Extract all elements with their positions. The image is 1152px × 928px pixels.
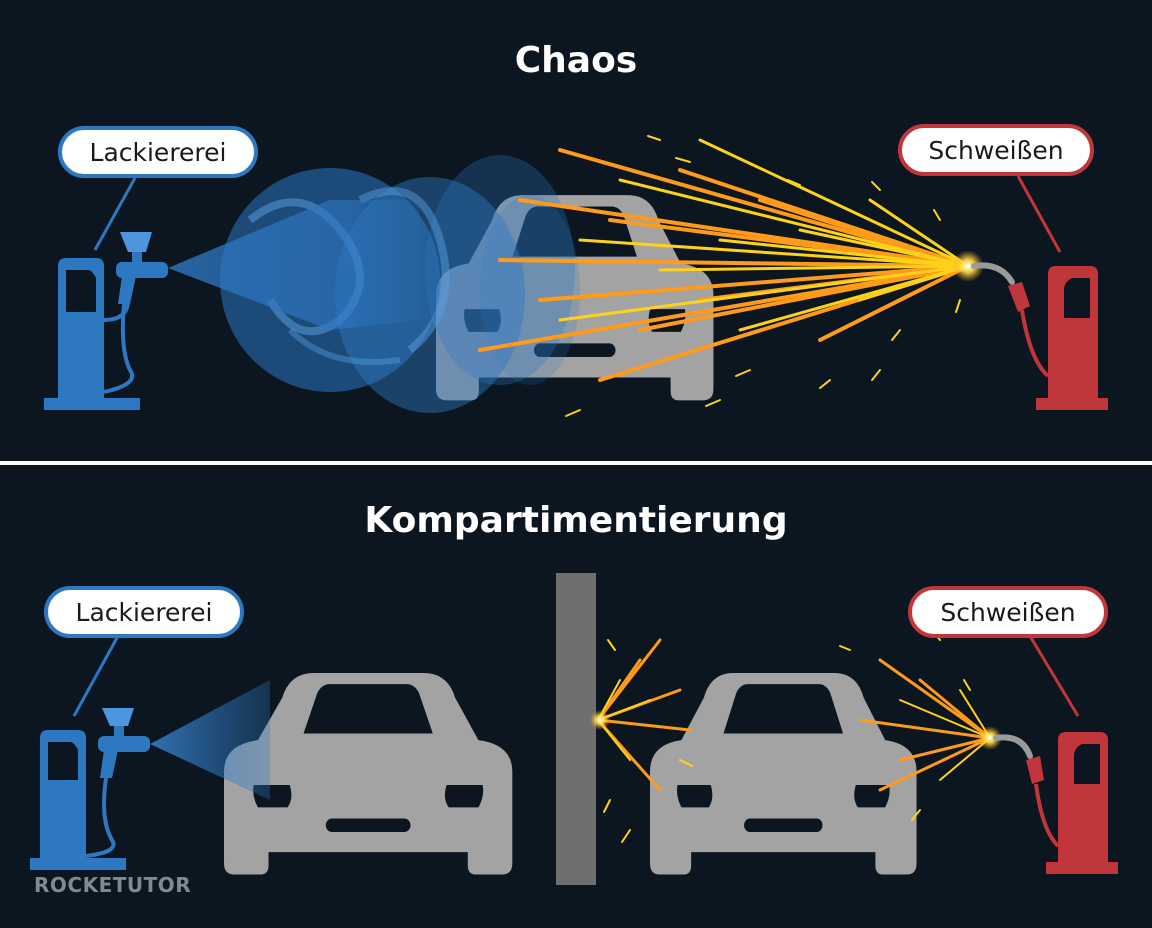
car-icon bbox=[224, 672, 513, 875]
panel-title-chaos: Chaos bbox=[514, 40, 638, 81]
welding-station-icon bbox=[1036, 266, 1108, 410]
car-icon bbox=[650, 672, 917, 875]
separating-wall bbox=[556, 573, 596, 885]
welding-torch-icon bbox=[971, 262, 1050, 378]
spray-gun-icon bbox=[85, 708, 150, 858]
paint-station-icon bbox=[44, 258, 140, 410]
label-welding-bottom: Schweißen bbox=[908, 586, 1108, 638]
paint-mist-cloud bbox=[168, 155, 580, 413]
callout-line bbox=[93, 177, 137, 251]
paint-station-icon bbox=[30, 730, 126, 870]
panel-divider bbox=[0, 461, 1152, 465]
welding-station-icon bbox=[1046, 732, 1118, 874]
callout-line bbox=[72, 635, 120, 717]
welding-sparks-bottom bbox=[839, 629, 1002, 821]
welding-sparks-top bbox=[478, 135, 984, 417]
panel-title-compartmentalization: Kompartimentierung bbox=[364, 500, 788, 541]
callout-line bbox=[1028, 635, 1080, 717]
spray-gun-icon bbox=[103, 232, 168, 394]
label-welding-top: Schweißen bbox=[898, 124, 1094, 176]
paint-spray-cone bbox=[150, 680, 270, 800]
welding-sparks-wall bbox=[590, 638, 693, 843]
brand-logo: ROCKETUTOR bbox=[34, 873, 192, 897]
welding-torch-icon bbox=[993, 734, 1060, 848]
label-paint-shop-bottom: Lackiererei bbox=[44, 586, 244, 638]
callout-line bbox=[1016, 175, 1062, 253]
label-paint-shop-top: Lackiererei bbox=[58, 126, 258, 178]
